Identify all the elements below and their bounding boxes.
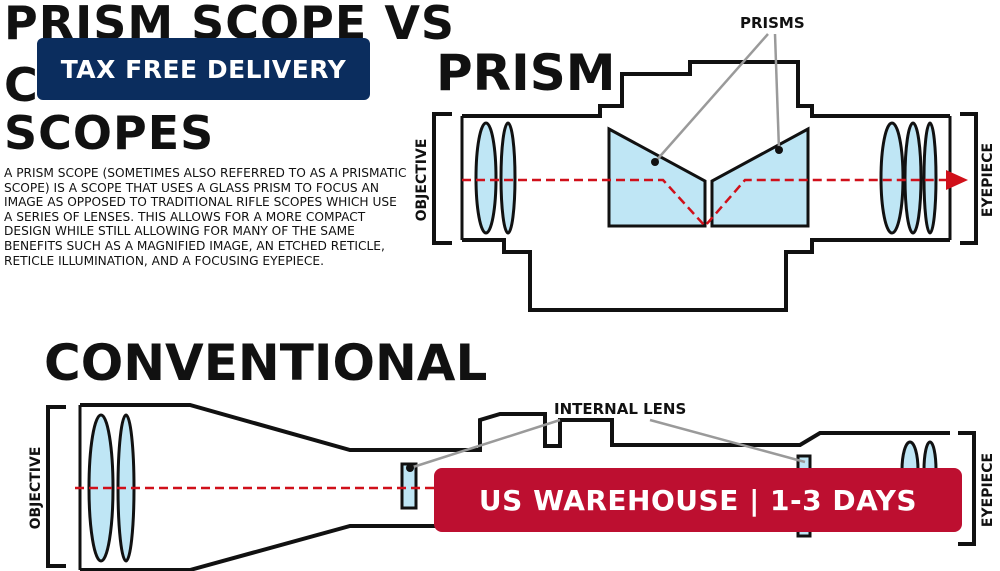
page-title-line-3: SCOPES <box>4 106 215 160</box>
prisms-callout-dot-left <box>651 158 659 166</box>
prisms-callout-label: PRISMS <box>740 14 805 32</box>
internal-lens-callout-label: INTERNAL LENS <box>554 400 686 418</box>
conventional-scope-body-top <box>80 403 950 452</box>
tax-free-delivery-badge: TAX FREE DELIVERY <box>37 38 370 100</box>
internal-lens-callout-line-right <box>649 418 806 464</box>
prism-light-path <box>462 178 946 228</box>
conv-objective-label: OBJECTIVE <box>28 447 44 530</box>
us-warehouse-badge: US WAREHOUSE | 1-3 DAYS <box>434 468 962 532</box>
prism-left <box>607 126 707 228</box>
prisms-callout-line-left <box>654 33 769 163</box>
prism-diagram: PRISM PRISMS OBJECTIVE EYEPIECE <box>414 14 996 312</box>
prism-eyepiece-lens-1 <box>879 121 905 235</box>
prism-light-arrow <box>946 170 968 190</box>
objective-bracket <box>432 112 452 245</box>
prism-objective-label: OBJECTIVE <box>414 139 430 222</box>
prism-objective-lens-1 <box>474 121 498 235</box>
internal-lens-dot-left <box>406 464 414 472</box>
prism-right <box>710 126 810 228</box>
prisms-callout-dot-right <box>775 146 783 154</box>
conventional-title: CONVENTIONAL <box>44 334 487 392</box>
page-title-line-2: C <box>4 58 39 112</box>
prism-title: PRISM <box>436 44 616 102</box>
conv-eyepiece-bracket <box>958 431 976 546</box>
prism-eyepiece-lens-3 <box>922 121 938 235</box>
prisms-callout-line-right <box>773 33 781 151</box>
prism-eyepiece-lens-2 <box>903 121 923 235</box>
conv-eyepiece-label: EYEPIECE <box>980 453 996 527</box>
conventional-diagram: CONVENTIONAL INTERNAL LENS OBJECTIVE EYE… <box>28 334 996 571</box>
prism-objective-lens-2 <box>499 121 517 235</box>
conv-objective-bracket <box>46 405 66 568</box>
prism-eyepiece-label: EYEPIECE <box>980 143 996 217</box>
conventional-scope-body-bottom <box>80 524 440 571</box>
internal-lens-callout-line-left <box>409 418 561 470</box>
prism-scope-body <box>462 60 950 312</box>
internal-lens-left <box>400 462 418 510</box>
eyepiece-bracket <box>960 112 978 245</box>
description-text: A PRISM SCOPE (SOMETIMES ALSO REFERRED T… <box>4 166 407 268</box>
